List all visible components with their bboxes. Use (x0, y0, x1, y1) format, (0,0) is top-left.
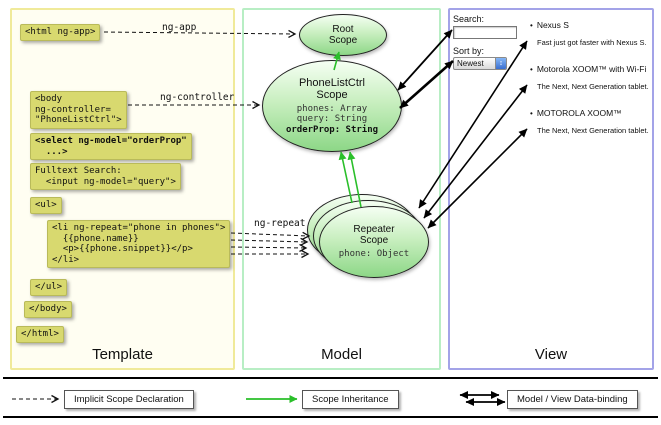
code-snippet-li-ng-repeat: <li ng-repeat="phone in phones"> {{phone… (47, 220, 231, 268)
root-scope-title: Root Scope (328, 24, 358, 46)
repeater-scope-title: Repeater Scope (353, 224, 395, 247)
search-label: Search: (453, 14, 485, 24)
code-snippet-ul-close: </ul> (30, 279, 68, 296)
legend-model-view-data-binding: Model / View Data-binding (507, 390, 638, 409)
code-snippet-html-close: </html> (16, 326, 64, 343)
sort-select-value: Newest (457, 59, 484, 68)
phonelistctrl-scope-properties: phones: Array query: String (296, 103, 368, 125)
bullet-icon: • (530, 109, 533, 118)
ng-app-arrow-label: ng-app (162, 22, 197, 33)
bullet-icon: • (530, 21, 533, 30)
bottom-border-line (3, 416, 658, 418)
ng-repeat-arrow-label: ng-repeat (254, 218, 306, 229)
view-column-label: View (534, 346, 568, 363)
code-snippet-body-close: </body> (24, 301, 72, 318)
phone-list-item: • Nexus S (530, 20, 569, 30)
phone-item-title: Nexus S (536, 20, 569, 30)
root-scope-ellipse: Root Scope (299, 14, 387, 56)
phone-item-description: The Next, Next Generation tablet. (537, 126, 649, 135)
repeater-scope-properties: phone: Object (338, 249, 410, 260)
phonelistctrl-scope-orderprop: orderProp: String (285, 124, 379, 135)
phonelistctrl-scope-title: PhoneListCtrl Scope (298, 76, 366, 101)
template-column-label: Template (92, 346, 153, 363)
ng-controller-arrow-label: ng-controller (160, 92, 235, 103)
sort-by-label: Sort by: (453, 46, 485, 56)
code-snippet-html-ng-app: <html ng-app> (20, 24, 101, 41)
phonelistctrl-scope-ellipse: PhoneListCtrl Scope phones: Array query:… (262, 60, 402, 152)
phone-list-item: • MOTOROLA XOOM™ (530, 108, 622, 118)
code-snippet-fulltext-search: Fulltext Search: <input ng-model="query"… (30, 163, 181, 190)
dropdown-arrow-icon: ↕ (495, 58, 506, 69)
bullet-icon: • (530, 65, 533, 74)
repeater-scope-ellipse: Repeater Scope phone: Object (319, 206, 429, 278)
model-column-label: Model (321, 346, 362, 363)
search-input[interactable] (453, 26, 517, 39)
phone-item-title: MOTOROLA XOOM™ (536, 108, 622, 118)
phone-item-description: The Next, Next Generation tablet. (537, 82, 649, 91)
code-snippet-ul-open: <ul> (30, 197, 62, 214)
legend-scope-inheritance: Scope Inheritance (302, 390, 399, 409)
sort-select[interactable]: Newest ↕ (453, 57, 507, 70)
phone-item-title: Motorola XOOM™ with Wi-Fi (536, 64, 647, 74)
phone-item-description: Fast just got faster with Nexus S. (537, 38, 647, 47)
code-snippet-body-ng-controller: <body ng-controller= "PhoneListCtrl"> (30, 91, 127, 129)
legend-implicit-scope-declaration: Implicit Scope Declaration (64, 390, 194, 409)
legend-separator-line (3, 377, 658, 379)
phone-list-item: • Motorola XOOM™ with Wi-Fi (530, 64, 646, 74)
code-snippet-select-ng-model: <select ng-model="orderProp" ...> (30, 133, 192, 160)
